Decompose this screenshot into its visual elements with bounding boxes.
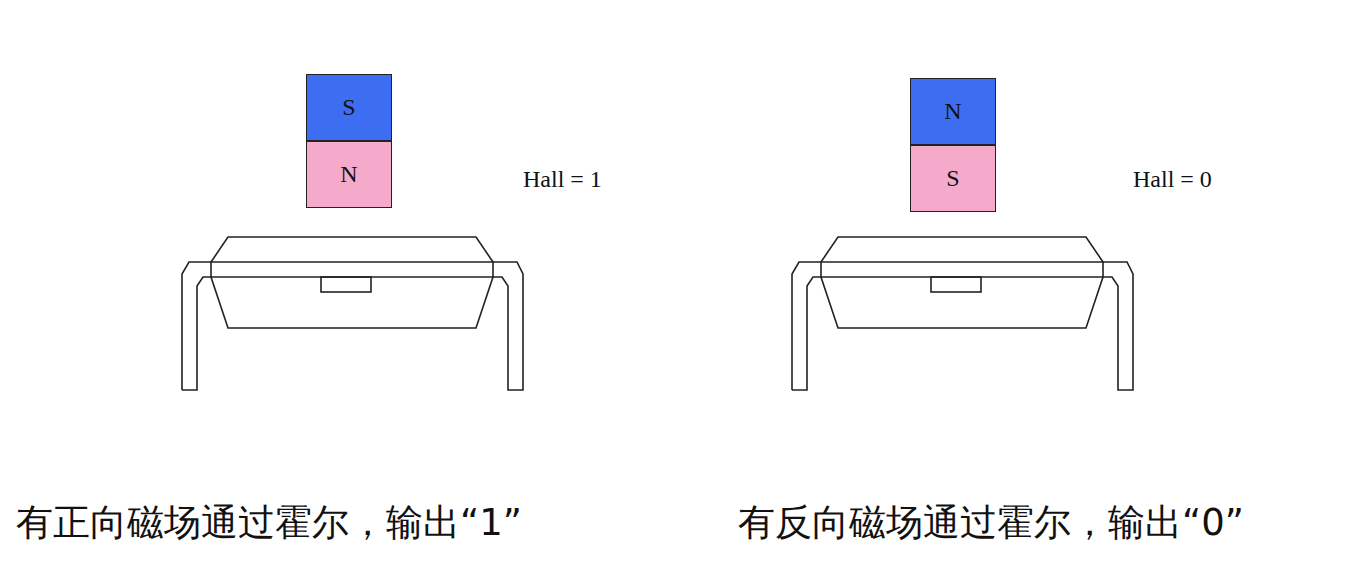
caption-text: 有正向磁场通过霍尔，输出“1”	[16, 498, 522, 548]
pole-letter: S	[946, 165, 959, 192]
pole-letter: N	[340, 161, 357, 188]
pole-letter: N	[944, 98, 961, 125]
caption-text: 有反向磁场通过霍尔，输出“0”	[738, 498, 1244, 548]
pole-letter: S	[342, 94, 355, 121]
magnet-south-pole: S	[306, 74, 392, 141]
magnet-south-pole: S	[910, 145, 996, 212]
hall-sensor-left	[182, 237, 523, 390]
magnet-north-pole: N	[306, 141, 392, 208]
hall-output: Hall = 1	[523, 166, 602, 193]
hall-output: Hall = 0	[1133, 166, 1212, 193]
hall-sensor-right	[792, 237, 1133, 390]
magnet-north-pole: N	[910, 78, 996, 145]
